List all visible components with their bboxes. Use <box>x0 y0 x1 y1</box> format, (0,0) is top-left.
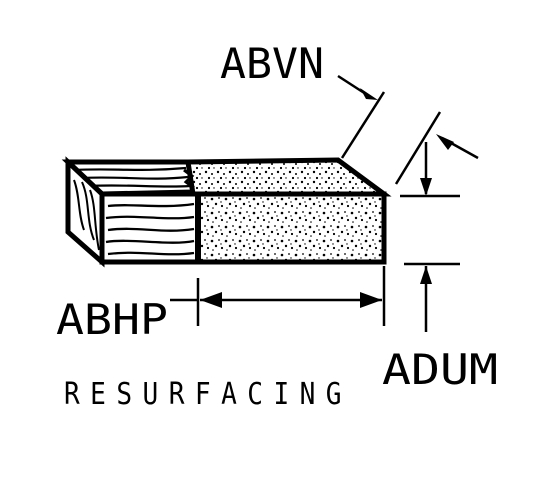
label-abvn: ABVN <box>220 39 324 88</box>
block-front-wood <box>99 191 201 265</box>
block-front-abrasive <box>195 191 387 265</box>
block-top-face <box>61 157 392 197</box>
label-adum: ADUM <box>382 345 498 394</box>
adum-dimension <box>400 142 460 332</box>
caption-resurfacing: RESURFACING <box>64 377 352 412</box>
label-abhp: ABHP <box>56 295 168 344</box>
abvn-dimension <box>337 74 479 185</box>
abhp-dimension <box>170 266 386 326</box>
